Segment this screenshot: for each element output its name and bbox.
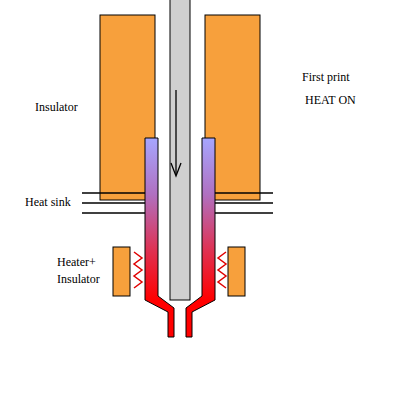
feed-arrow: [171, 90, 181, 176]
heater-insulator-block: [228, 247, 245, 296]
part-label: First print: [302, 69, 392, 86]
part-label: HEAT ON: [305, 92, 393, 109]
barrel-wall: [145, 138, 174, 337]
filament: [170, 0, 190, 300]
part-label: Insulator: [35, 99, 105, 116]
barrel-wall: [186, 138, 215, 337]
part-label: Heat sink: [25, 194, 81, 211]
part-label: Heater+ Insulator: [57, 254, 109, 288]
heat-waves: [134, 252, 142, 288]
heat-waves: [218, 252, 226, 288]
heater-insulator-block: [113, 247, 130, 296]
